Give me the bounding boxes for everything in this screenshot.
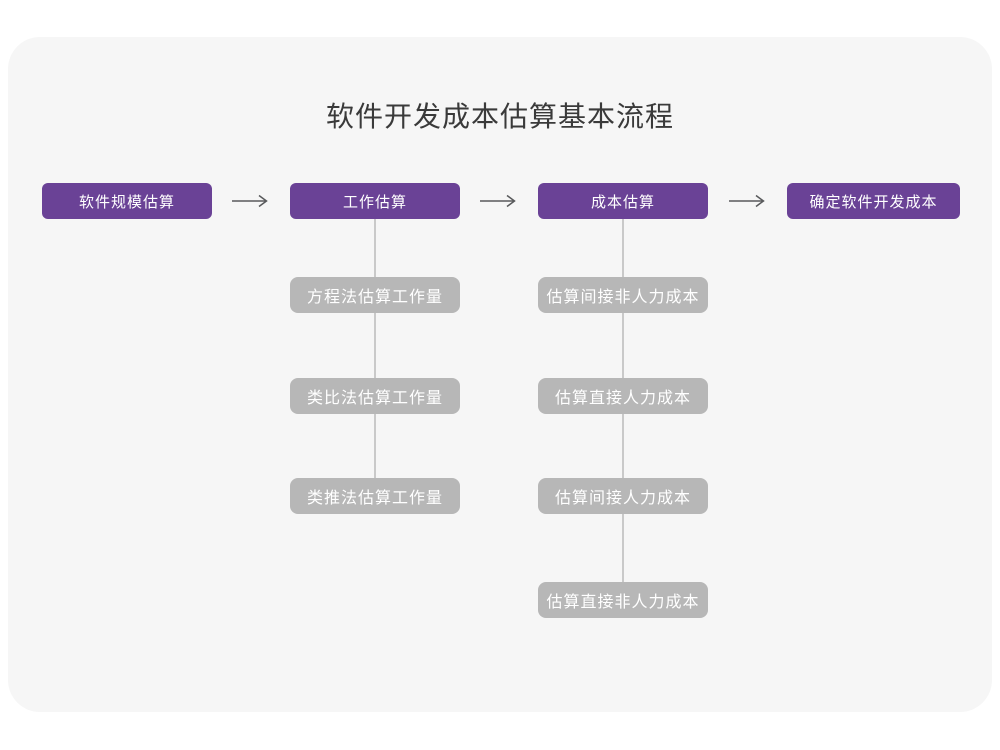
connector-line-work: [374, 219, 376, 496]
flow-step-determine-cost: 确定软件开发成本: [787, 183, 960, 219]
diagram-title: 软件开发成本估算基本流程: [325, 101, 674, 132]
substep-analogy-method: 类比法估算工作量: [290, 378, 460, 414]
substep-extrapolation-method: 类推法估算工作量: [290, 478, 460, 514]
substep-indirect-nonlabor-cost: 估算间接非人力成本: [538, 277, 708, 313]
substep-equation-method: 方程法估算工作量: [290, 277, 460, 313]
arrow-right-icon: [479, 194, 519, 208]
flow-step-work-estimation: 工作估算: [290, 183, 460, 219]
substep-direct-nonlabor-cost: 估算直接非人力成本: [538, 582, 708, 618]
diagram-card: 软件开发成本估算基本流程: [8, 37, 992, 712]
arrow-right-icon: [231, 194, 271, 208]
flow-step-cost-estimation: 成本估算: [538, 183, 708, 219]
substep-direct-labor-cost: 估算直接人力成本: [538, 378, 708, 414]
substep-indirect-labor-cost: 估算间接人力成本: [538, 478, 708, 514]
arrow-right-icon: [728, 194, 768, 208]
flow-step-software-scale: 软件规模估算: [42, 183, 212, 219]
